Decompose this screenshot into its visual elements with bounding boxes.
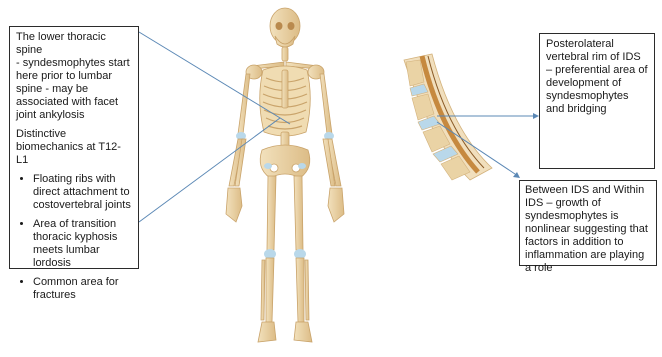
callout-bullet: Common area for fractures [33, 276, 132, 302]
hand-left [226, 188, 242, 222]
callout-bullet: Area of transition thoracic kyphosis mee… [33, 218, 132, 270]
connector-lower [139, 118, 280, 222]
femur-left [267, 176, 276, 250]
callout-bullet-list: Floating ribs with direct attachment to … [16, 173, 132, 302]
growth-callout-text: Between IDS and Within IDS – growth of s… [525, 184, 651, 275]
skull [270, 8, 300, 44]
skeleton-illustration [226, 8, 344, 342]
humerus-right [320, 74, 332, 134]
callout-intro: The lower thoracic spine - syndesmophyte… [16, 31, 132, 122]
rim-callout-text: Posterolateral vertebral rim of IDS – pr… [546, 38, 648, 116]
hand-right [328, 188, 344, 222]
foot-right [294, 322, 312, 342]
spine-segment-illustration [404, 54, 492, 180]
syndesmophyte-growth-callout: Between IDS and Within IDS – growth of s… [519, 180, 657, 266]
cervical-spine [282, 47, 288, 61]
tibia-right [296, 258, 304, 322]
sternum [282, 70, 288, 108]
femur-right [294, 176, 303, 250]
thoracic-spine-callout: The lower thoracic spine - syndesmophyte… [9, 26, 139, 269]
foot-left [258, 322, 276, 342]
humerus-left [238, 74, 250, 134]
pelvis [260, 145, 310, 178]
tibia-left [266, 258, 274, 322]
vertebral-rim-callout: Posterolateral vertebral rim of IDS – pr… [539, 33, 655, 169]
callout-heading: Distinctive biomechanics at T12-L1 [16, 128, 132, 167]
callout-bullet: Floating ribs with direct attachment to … [33, 173, 132, 212]
